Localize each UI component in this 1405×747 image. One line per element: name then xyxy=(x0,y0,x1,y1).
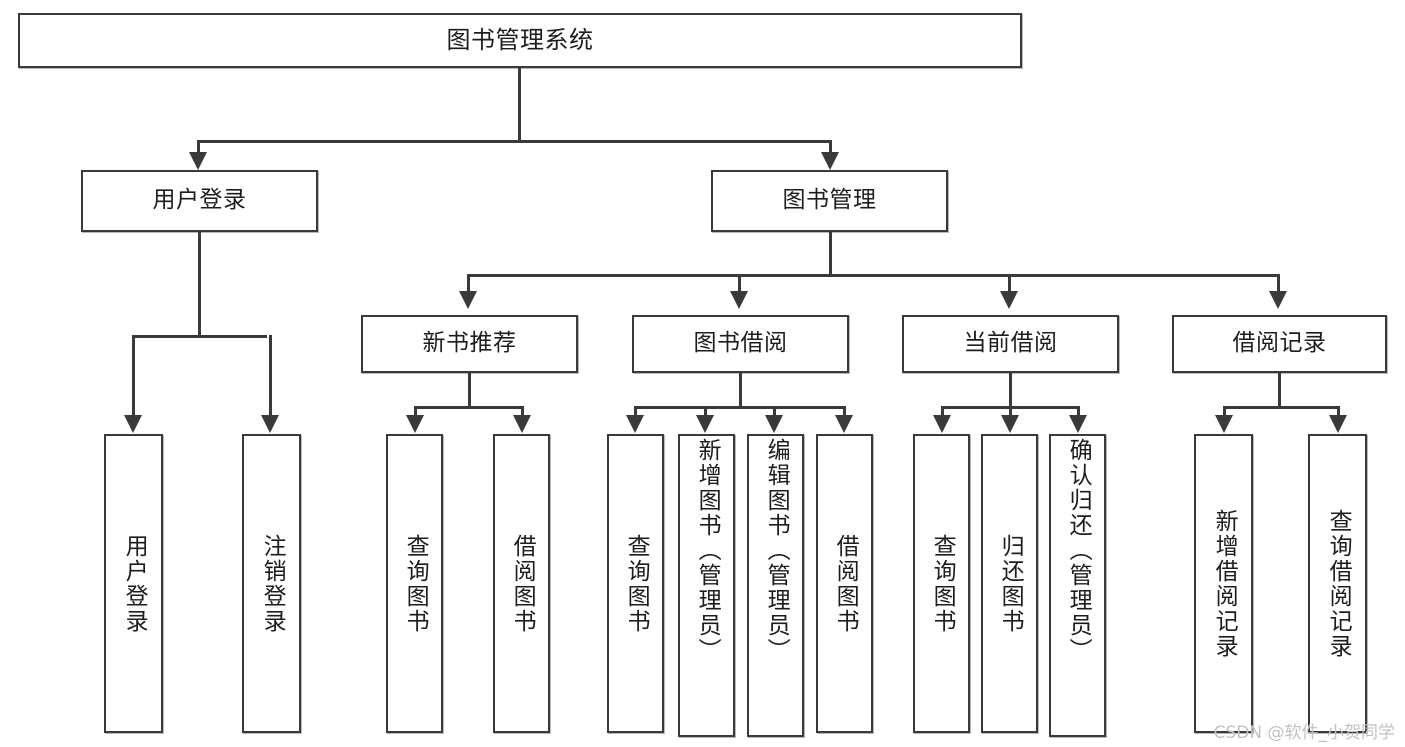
node-label: 用户登录 xyxy=(121,533,148,634)
connector-user-login-to-leaf-1 xyxy=(132,335,135,419)
node-label: 借阅图书 xyxy=(509,533,536,634)
node-borrow-record[interactable]: 借阅记录 xyxy=(1172,315,1387,373)
connector-bm-to-book-borrow xyxy=(738,274,741,301)
connector-borrow-record-stem xyxy=(1278,373,1281,406)
arrow-root-to-book-management xyxy=(821,152,839,170)
leaf-query-book-recommend[interactable]: 查询图书 xyxy=(386,434,443,733)
leaf-add-borrow-record[interactable]: 新增借阅记录 xyxy=(1194,434,1253,733)
node-label: 用户登录 xyxy=(152,187,247,214)
connector-borrow-record-bar xyxy=(1223,406,1340,409)
node-label: 确认归还（管理员） xyxy=(1065,438,1092,663)
leaf-query-borrow-record[interactable]: 查询借阅记录 xyxy=(1308,434,1367,733)
arrow-user-login-to-leaf-1 xyxy=(124,415,142,433)
node-book-management[interactable]: 图书管理 xyxy=(711,170,948,232)
arrow-bb-to-leaf-4 xyxy=(835,415,853,433)
connector-bm-to-new-book xyxy=(467,274,470,301)
connector-book-borrow-bar xyxy=(634,406,846,409)
connector-root-to-user-login xyxy=(197,140,200,162)
connector-root-to-book-management xyxy=(829,140,832,162)
leaf-add-book-admin[interactable]: 新增图书（管理员） xyxy=(678,434,735,737)
node-label: 图书借阅 xyxy=(693,330,788,357)
arrow-newbook-to-leaf-1 xyxy=(406,415,424,433)
node-new-book-recommend[interactable]: 新书推荐 xyxy=(361,315,578,373)
connector-br-to-leaf-1 xyxy=(1223,406,1226,419)
connector-bb-to-leaf-3 xyxy=(773,406,776,419)
connector-user-login-to-leaf-2 xyxy=(269,335,272,419)
arrow-bm-to-borrow-record xyxy=(1269,291,1287,309)
connector-new-book-bar xyxy=(414,406,524,409)
arrow-cb-to-leaf-3 xyxy=(1069,415,1087,433)
leaf-query-book-current[interactable]: 查询图书 xyxy=(913,434,970,733)
arrow-cb-to-leaf-1 xyxy=(933,415,951,433)
node-label: 查询图书 xyxy=(623,533,650,634)
leaf-logout[interactable]: 注销登录 xyxy=(242,434,301,733)
arrow-cb-to-leaf-2 xyxy=(1001,415,1019,433)
connector-bb-to-leaf-1 xyxy=(634,406,637,419)
arrow-bb-to-leaf-3 xyxy=(765,415,783,433)
connector-book-borrow-stem xyxy=(739,373,742,406)
connector-newbook-to-leaf-2 xyxy=(521,406,524,419)
leaf-return-book[interactable]: 归还图书 xyxy=(981,434,1038,733)
connector-book-management-stem xyxy=(829,232,832,274)
csdn-watermark: CSDN @软件_小贺同学 xyxy=(1213,723,1395,743)
connector-user-login-stem xyxy=(198,232,201,335)
node-label: 编辑图书（管理员） xyxy=(763,438,790,663)
arrow-bb-to-leaf-1 xyxy=(626,415,644,433)
node-label: 查询图书 xyxy=(402,533,429,634)
connector-bb-to-leaf-2 xyxy=(704,406,707,419)
arrow-br-to-leaf-2 xyxy=(1329,415,1347,433)
connector-cb-to-leaf-1 xyxy=(941,406,944,419)
arrow-bm-to-current-borrow xyxy=(1000,291,1018,309)
connector-bm-to-borrow-record xyxy=(1277,274,1280,301)
connector-cb-to-leaf-2 xyxy=(1009,406,1012,419)
arrow-bm-to-book-borrow xyxy=(730,291,748,309)
node-label: 当前借阅 xyxy=(963,330,1058,357)
connector-current-borrow-stem xyxy=(1009,373,1012,406)
connector-newbook-to-leaf-1 xyxy=(414,406,417,419)
connector-new-book-stem xyxy=(468,373,471,406)
node-label: 新增图书（管理员） xyxy=(694,438,721,663)
connector-bb-to-leaf-4 xyxy=(843,406,846,419)
node-book-borrow[interactable]: 图书借阅 xyxy=(632,315,849,373)
node-label: 借阅记录 xyxy=(1232,330,1327,357)
arrow-newbook-to-leaf-2 xyxy=(513,415,531,433)
node-user-login[interactable]: 用户登录 xyxy=(81,170,318,232)
node-label: 查询借阅记录 xyxy=(1325,508,1352,659)
leaf-confirm-return-admin[interactable]: 确认归还（管理员） xyxy=(1049,434,1106,737)
node-label: 新书推荐 xyxy=(422,330,517,357)
leaf-user-login[interactable]: 用户登录 xyxy=(104,434,163,733)
node-label: 归还图书 xyxy=(997,533,1024,634)
connector-br-to-leaf-2 xyxy=(1337,406,1340,419)
node-label: 查询图书 xyxy=(929,533,956,634)
arrow-bb-to-leaf-2 xyxy=(696,415,714,433)
leaf-edit-book-admin[interactable]: 编辑图书（管理员） xyxy=(747,434,804,737)
arrow-root-to-user-login xyxy=(189,152,207,170)
node-current-borrow[interactable]: 当前借阅 xyxy=(902,315,1119,373)
node-label: 图书管理 xyxy=(782,187,877,214)
connector-bm-to-current-borrow xyxy=(1008,274,1011,301)
node-label: 图书管理系统 xyxy=(446,26,594,55)
arrow-bm-to-new-book xyxy=(459,291,477,309)
connector-book-management-bar xyxy=(467,274,1280,277)
leaf-borrow-book-recommend[interactable]: 借阅图书 xyxy=(493,434,550,733)
node-label: 注销登录 xyxy=(259,533,286,634)
node-book-management-system[interactable]: 图书管理系统 xyxy=(18,13,1022,68)
node-label: 借阅图书 xyxy=(832,533,859,634)
node-label: 新增借阅记录 xyxy=(1211,508,1238,659)
leaf-borrow-book[interactable]: 借阅图书 xyxy=(816,434,873,733)
arrow-user-login-to-leaf-2 xyxy=(261,415,279,433)
connector-user-login-bar xyxy=(132,335,267,338)
leaf-query-book-borrow[interactable]: 查询图书 xyxy=(607,434,664,733)
connector-root-stem xyxy=(518,68,521,140)
arrow-br-to-leaf-1 xyxy=(1215,415,1233,433)
connector-root-bar xyxy=(197,140,831,143)
connector-cb-to-leaf-3 xyxy=(1077,406,1080,419)
